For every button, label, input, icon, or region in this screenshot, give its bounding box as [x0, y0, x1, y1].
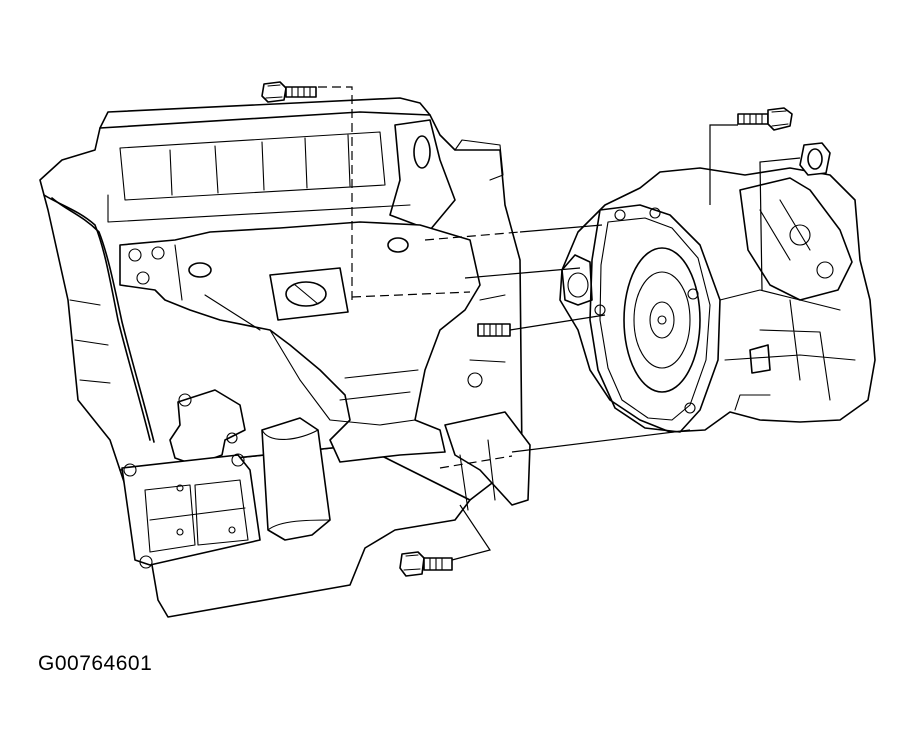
engine-assembly-icon — [39, 97, 531, 618]
bolt-icon — [261, 81, 317, 103]
bolt-icon — [477, 323, 511, 337]
leader-lines — [318, 86, 801, 561]
transaxle-assembly-icon — [559, 167, 876, 433]
nut-icon — [799, 142, 831, 176]
bolt-icon — [399, 551, 453, 577]
figure-id-label: G00764601 — [38, 652, 153, 675]
bolt-icon — [737, 107, 793, 131]
